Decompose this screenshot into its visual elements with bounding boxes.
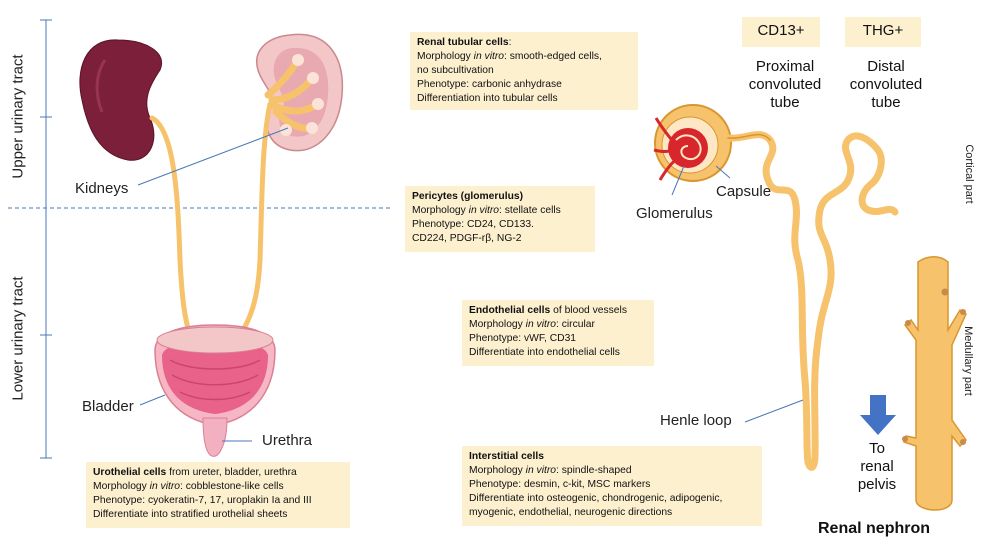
urethra-label: Urethra <box>262 432 312 449</box>
medullary-part-label: Medullary part <box>962 311 974 411</box>
renal-tubular-cells-box: Renal tubular cells: Morphology in vitro… <box>410 32 638 110</box>
interstitial-morph-rest: : spindle-shaped <box>556 465 632 476</box>
pericytes-title: Pericytes (glomerulus) <box>412 191 523 202</box>
left-kidney <box>80 40 162 160</box>
cortical-part-label: Cortical part <box>963 129 975 219</box>
henle-pointer-line <box>745 400 803 422</box>
glomerulus-label: Glomerulus <box>636 205 713 222</box>
interstitial-differentiation-line2: myogenic, endothelial, neurogenic direct… <box>469 506 755 520</box>
collecting-duct <box>902 257 966 510</box>
pericytes-phenotype-line2: CD224, PDGF-rβ, NG-2 <box>412 232 588 246</box>
pericytes-morph-rest: : stellate cells <box>499 205 561 216</box>
renal-tubular-phenotype: Phenotype: carbonic anhydrase <box>417 78 631 92</box>
renal-tubular-differentiation: Differentiation into tubular cells <box>417 92 631 106</box>
urothelial-cells-box: Urothelial cells from ureter, bladder, u… <box>86 462 350 528</box>
interstitial-differentiation: Differentiate into osteogenic, chondroge… <box>469 492 755 506</box>
interstitial-title: Interstitial cells <box>469 451 544 462</box>
lower-tract-label: Lower urinary tract <box>10 269 27 409</box>
down-arrow-icon <box>860 395 896 435</box>
distal-tube-label: Distal convoluted tube <box>840 58 932 112</box>
renal-tubular-morph-line2: no subcultivation <box>417 64 631 78</box>
urothelial-differentiation: Differentiate into stratified urothelial… <box>93 508 343 522</box>
endothelial-title-rest: of blood vessels <box>550 305 627 316</box>
pericytes-morph-italic: in vitro <box>469 205 499 216</box>
endothelial-phenotype: Phenotype: vWF, CD31 <box>469 332 647 346</box>
bladder-illustration <box>155 325 275 456</box>
renal-tubular-title: Renal tubular cells <box>417 37 509 48</box>
interstitial-morph-prefix: Morphology <box>469 465 526 476</box>
upper-tract-label: Upper urinary tract <box>10 47 27 187</box>
henle-loop-label: Henle loop <box>660 412 732 429</box>
thg-marker: THG+ <box>845 17 921 47</box>
endothelial-morph-rest: : circular <box>556 319 595 330</box>
proximal-line-3: tube <box>740 94 830 112</box>
endothelial-title: Endothelial cells <box>469 305 550 316</box>
renal-tubular-title-rest: : <box>509 37 512 48</box>
ureters <box>152 104 270 335</box>
right-kidney <box>257 34 343 150</box>
urothelial-phenotype: Phenotype: cyokeratin-7, 17, uroplakin I… <box>93 494 343 508</box>
distal-line-1: Distal <box>840 58 932 76</box>
distal-line-3: tube <box>840 94 932 112</box>
pelvis-line-2: renal <box>852 458 902 476</box>
endothelial-morph-italic: in vitro <box>526 319 556 330</box>
urothelial-title: Urothelial cells <box>93 467 166 478</box>
urothelial-morph-rest: : cobblestone-like cells <box>180 481 284 492</box>
endothelial-cells-box: Endothelial cells of blood vessels Morph… <box>462 300 654 366</box>
kidneys-label: Kidneys <box>75 180 128 197</box>
bladder-pointer-line <box>140 395 165 405</box>
capsule-label: Capsule <box>716 183 771 200</box>
cd13-marker: CD13+ <box>742 17 820 47</box>
proximal-line-2: convoluted <box>740 76 830 94</box>
proximal-line-1: Proximal <box>740 58 830 76</box>
pericytes-phenotype: Phenotype: CD24, CD133. <box>412 218 588 232</box>
renal-nephron-title: Renal nephron <box>818 520 930 538</box>
endothelial-morph-prefix: Morphology <box>469 319 526 330</box>
renal-tubular-morph-prefix: Morphology <box>417 51 474 62</box>
renal-pelvis-label: To renal pelvis <box>852 440 902 494</box>
pericytes-box: Pericytes (glomerulus) Morphology in vit… <box>405 186 595 252</box>
renal-tubular-morph-rest: : smooth-edged cells, <box>504 51 602 62</box>
endothelial-differentiation: Differentiate into endothelial cells <box>469 346 647 360</box>
proximal-tube-label: Proximal convoluted tube <box>740 58 830 112</box>
pericytes-morph-prefix: Morphology <box>412 205 469 216</box>
urothelial-title-rest: from ureter, bladder, urethra <box>166 467 297 478</box>
distal-line-2: convoluted <box>840 76 932 94</box>
bladder-label: Bladder <box>82 398 134 415</box>
interstitial-cells-box: Interstitial cells Morphology in vitro: … <box>462 446 762 526</box>
interstitial-morph-italic: in vitro <box>526 465 556 476</box>
pelvis-line-3: pelvis <box>852 476 902 494</box>
renal-tubular-morph-italic: in vitro <box>474 51 504 62</box>
interstitial-phenotype: Phenotype: desmin, c-kit, MSC markers <box>469 478 755 492</box>
urothelial-morph-prefix: Morphology <box>93 481 150 492</box>
pelvis-line-1: To <box>852 440 902 458</box>
urothelial-morph-italic: in vitro <box>150 481 180 492</box>
